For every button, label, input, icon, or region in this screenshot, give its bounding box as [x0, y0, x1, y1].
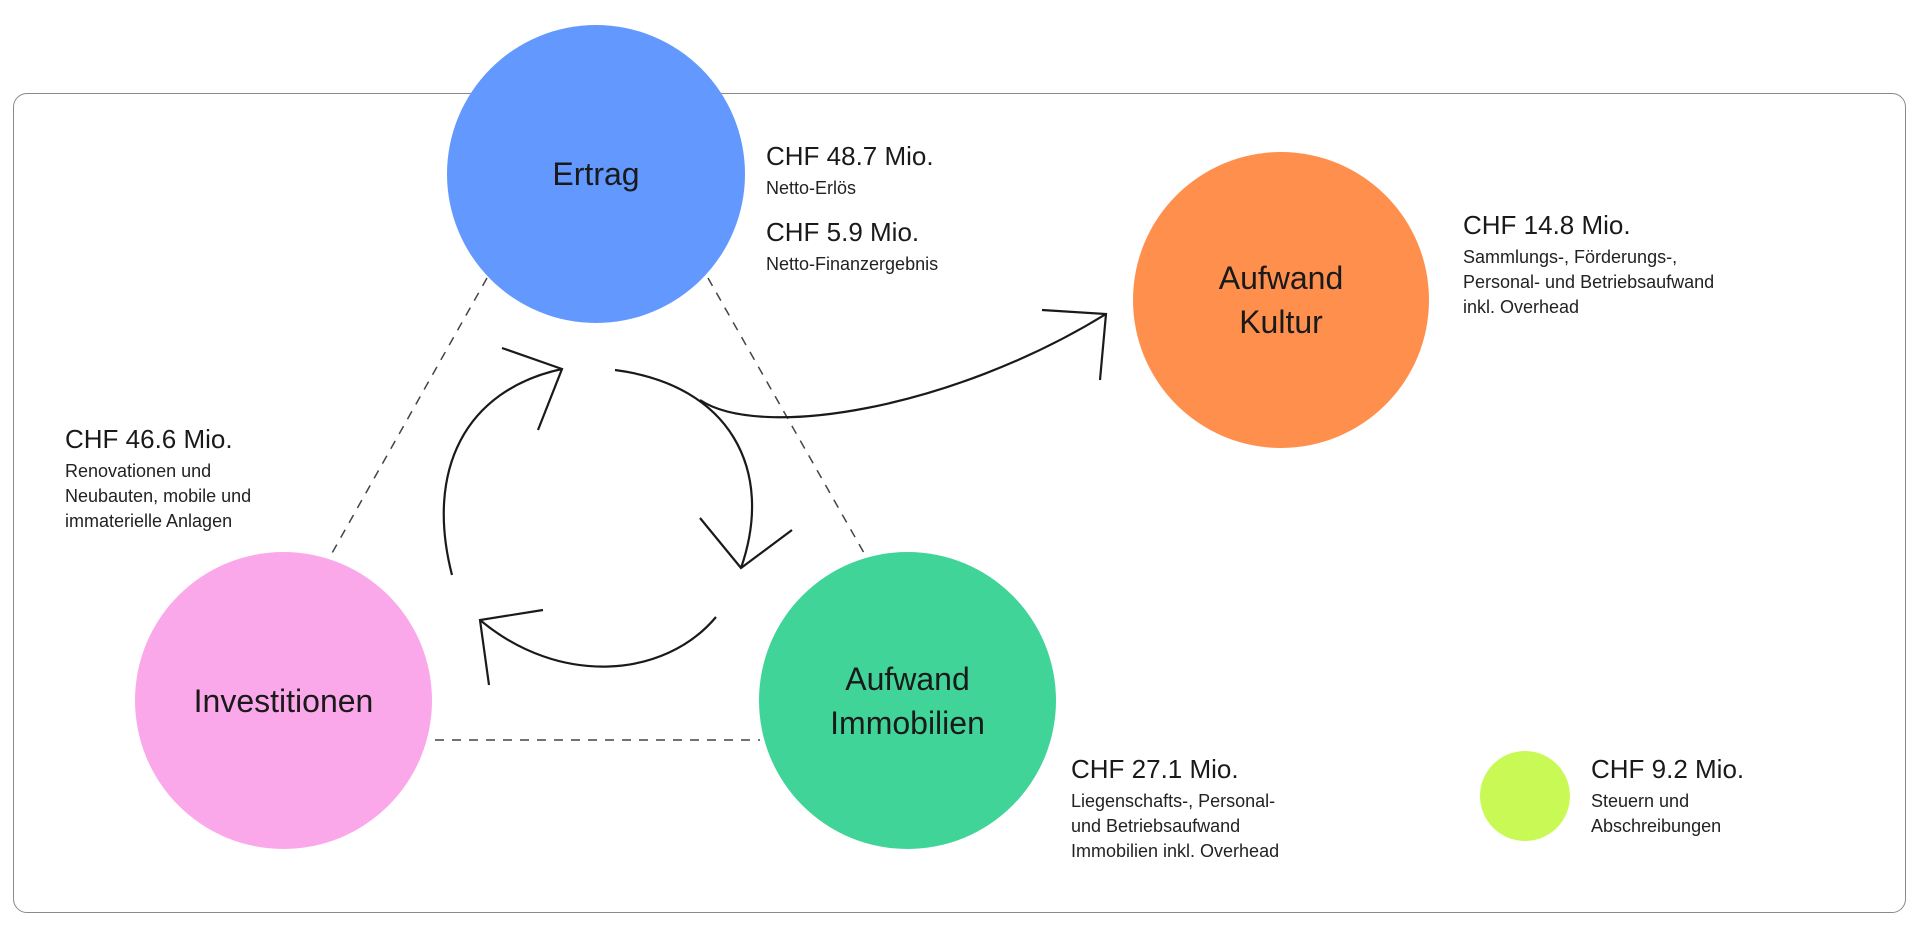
flow-arrow-to-kultur [699, 313, 1107, 419]
cycle-arrow-upper [442, 367, 563, 576]
amount-investitionen: CHF 46.6 Mio. [65, 424, 233, 454]
node-aufwand-kultur-label: Aufwand Kultur [1218, 260, 1344, 340]
diagram-frame [13, 93, 1906, 913]
desc-investitionen: Renovationen und Neubauten, mobile und i… [65, 461, 252, 531]
node-ertrag-label: Ertrag [552, 156, 640, 192]
cycle-arrowhead-upper [501, 346, 564, 431]
cycle-arrow-right [614, 368, 754, 569]
amount-immobilien: CHF 27.1 Mio. [1071, 754, 1239, 784]
desc-kultur: Sammlungs-, Förderungs-, Personal- und B… [1463, 247, 1715, 317]
cycle-arrow-lower [479, 616, 717, 668]
cycle-arrowhead-right [699, 517, 793, 570]
node-aufwand-immobilien: Aufwand Immobilien [759, 552, 1056, 849]
desc-immobilien: Liegenschafts-, Personal- und Betriebsau… [1071, 791, 1280, 861]
flow-arrowhead-to-kultur [1041, 308, 1108, 381]
cycle-arrowhead-lower [478, 608, 544, 686]
amount-kultur: CHF 14.8 Mio. [1463, 210, 1631, 240]
node-ertrag: Ertrag [447, 25, 745, 323]
node-steuern-dot [1480, 751, 1570, 841]
amount-netto-erloes: CHF 48.7 Mio. [766, 141, 934, 171]
desc-netto-erloes: Netto-Erlös [766, 178, 857, 198]
amount-finanzergebnis: CHF 5.9 Mio. [766, 217, 920, 247]
node-investitionen-label: Investitionen [193, 682, 374, 719]
node-investitionen: Investitionen [135, 552, 432, 849]
dashed-edge-ertrag-immobilien [707, 277, 869, 561]
amount-steuern: CHF 9.2 Mio. [1591, 754, 1745, 784]
desc-finanzergebnis: Netto-Finanzergebnis [766, 254, 939, 274]
desc-steuern: Steuern und Abschreibungen [1591, 791, 1722, 836]
node-aufwand-immobilien-label: Aufwand Immobilien [830, 660, 985, 741]
node-aufwand-kultur: Aufwand Kultur [1133, 152, 1429, 448]
dashed-edge-ertrag-investitionen [326, 277, 488, 563]
